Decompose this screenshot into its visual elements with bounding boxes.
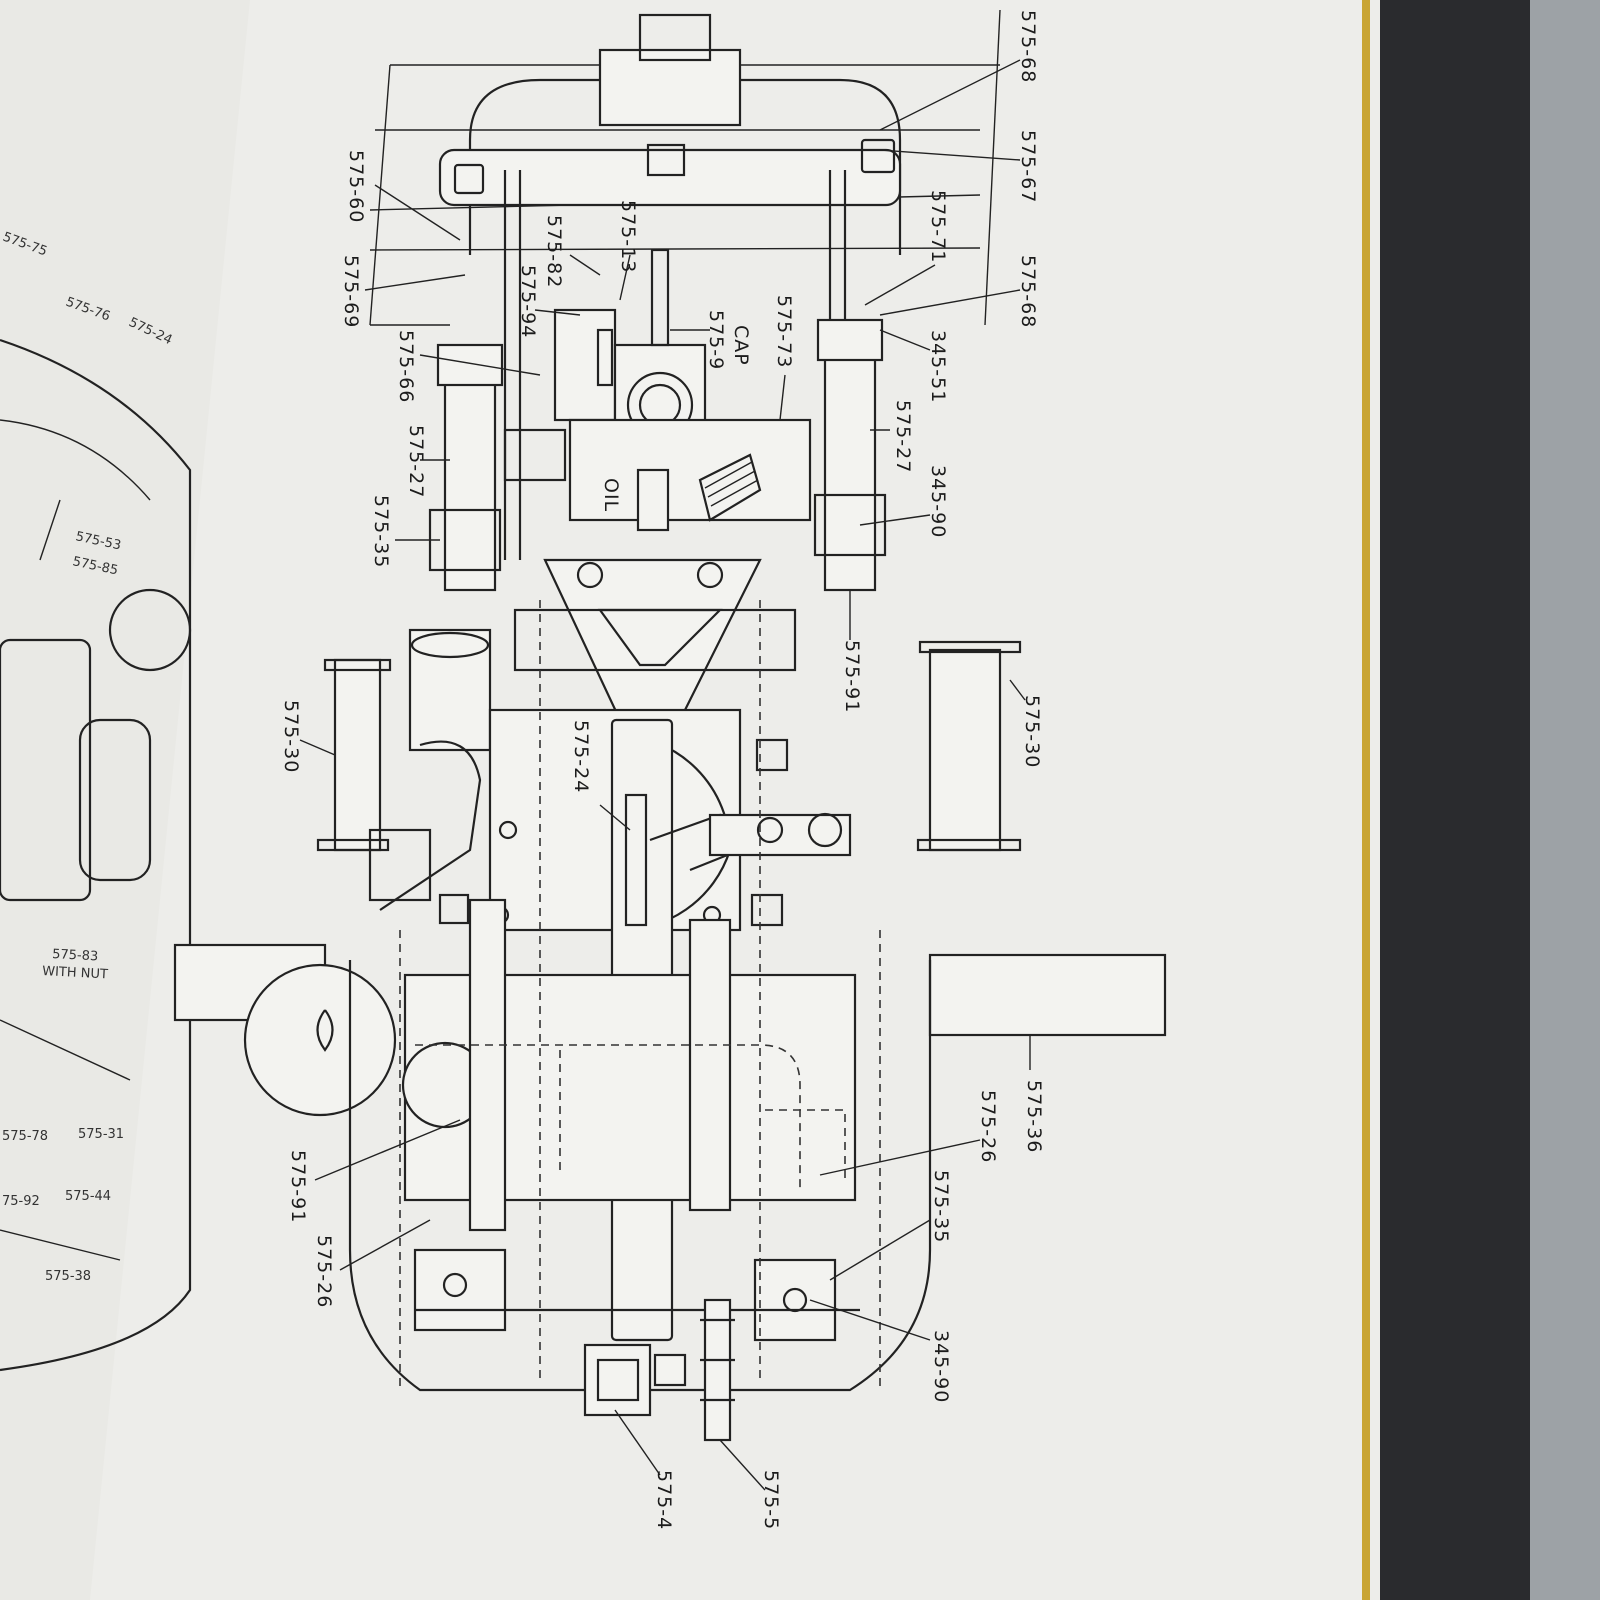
cross-bar — [173, 943, 1167, 1117]
part-label: 575-35 — [930, 1170, 952, 1243]
part-label: 575-75 — [1, 230, 49, 260]
part-label: 575-26 — [313, 1235, 335, 1308]
part-label: 575-60 — [345, 150, 367, 223]
part-label: 575-44 — [65, 1189, 111, 1204]
part-label: 575-85 — [71, 554, 119, 578]
part-label: 75-92 — [2, 1194, 40, 1209]
left-page-drawing — [0, 338, 192, 1372]
cylinders — [316, 628, 1022, 852]
part-label: 575-26 — [977, 1090, 999, 1163]
part-label: 575-71 — [927, 190, 949, 263]
frame — [369, 9, 1001, 592]
part-label: 575-24 — [126, 315, 174, 348]
part-label: 575-9 — [705, 310, 727, 370]
part-label: OIL — [600, 478, 622, 512]
part-label: 345-90 — [930, 1330, 952, 1403]
central-mechanism — [503, 248, 812, 532]
part-label: 575-38 — [45, 1269, 91, 1284]
leader-lines — [299, 59, 1031, 1491]
bridge-plate — [513, 558, 797, 722]
part-label: 575-30 — [280, 700, 302, 773]
part-label: 575-73 — [773, 295, 795, 368]
part-label: 575-66 — [395, 330, 417, 403]
part-label: 575-94 — [517, 265, 539, 338]
part-labels: 575-68 575-67 575-68 575-71 345-51 575-2… — [280, 10, 1045, 1530]
part-label: 575-68 — [1017, 10, 1039, 83]
binder-cover — [1370, 0, 1530, 1600]
part-label: 575-78 — [2, 1129, 48, 1144]
part-label: 575-31 — [78, 1127, 124, 1142]
part-label: 575-5 — [760, 1470, 782, 1530]
part-label: 575-36 — [1023, 1080, 1045, 1153]
part-label: 575-27 — [892, 400, 914, 473]
part-label: 575-24 — [570, 720, 592, 793]
part-label: 575-13 — [617, 200, 639, 273]
lower-body — [348, 600, 932, 1442]
part-label: 575-91 — [287, 1150, 309, 1223]
left-page-labels: 575-75 575-76 575-24 575-53 575-85 575-8… — [1, 230, 175, 1284]
part-label: 575-91 — [841, 640, 863, 713]
part-label: 575-53 — [74, 529, 122, 553]
page-edge — [1362, 0, 1370, 1600]
part-label: 575-27 — [405, 425, 427, 498]
part-label: 345-90 — [927, 465, 949, 538]
part-label: 345-51 — [927, 330, 949, 403]
part-label: 575-4 — [653, 1470, 675, 1530]
part-label: WITH NUT — [42, 964, 108, 982]
part-label: 575-76 — [64, 295, 112, 325]
part-label: 575-67 — [1017, 130, 1039, 203]
part-label: 575-82 — [543, 215, 565, 288]
part-label: CAP — [730, 325, 752, 366]
part-label: 575-83 — [52, 947, 99, 964]
part-label: 575-35 — [370, 495, 392, 568]
part-label: 575-69 — [340, 255, 362, 328]
part-label: 575-30 — [1021, 695, 1043, 768]
part-label: 575-68 — [1017, 255, 1039, 328]
